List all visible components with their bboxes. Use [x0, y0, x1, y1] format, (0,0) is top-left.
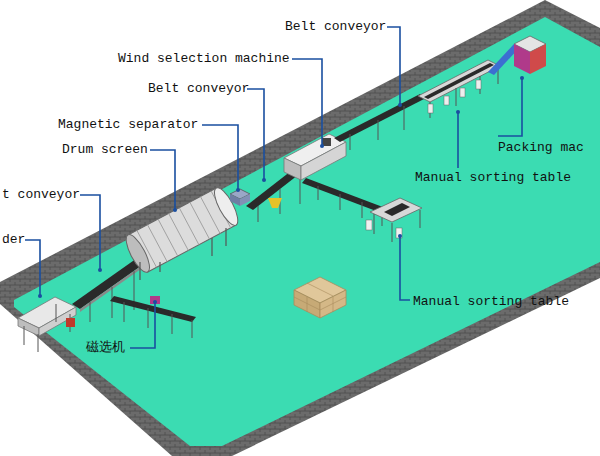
sorting-bin — [476, 80, 481, 89]
feeder-side — [18, 318, 39, 336]
drum-screen — [122, 185, 242, 276]
table-top — [370, 198, 422, 222]
hopper — [268, 198, 282, 208]
part-label: Manual sorting table — [415, 170, 571, 185]
plant-floor — [14, 17, 600, 446]
sorting-bin — [428, 104, 433, 113]
part-label: t conveyor — [2, 187, 80, 202]
conveyor-leg — [350, 106, 404, 150]
part-label: Manual sorting table — [413, 294, 569, 309]
leader-dot — [320, 144, 324, 148]
table-belt — [424, 63, 494, 99]
drum-end — [122, 232, 154, 276]
belt-conveyor — [72, 256, 148, 322]
wind-side — [284, 158, 301, 180]
leader-dot — [236, 188, 240, 192]
magnetic-separator — [150, 296, 160, 304]
conveyor-leg — [258, 173, 300, 222]
leader-line — [130, 302, 155, 348]
leader-dot — [153, 300, 157, 304]
leader-dot — [456, 110, 460, 114]
leader-line — [247, 89, 264, 180]
part-label: Wind selection machine — [118, 51, 290, 66]
part-label: Drum screen — [62, 142, 148, 157]
table-top — [418, 60, 500, 102]
leader-dot — [262, 178, 266, 182]
packer-side — [514, 44, 530, 74]
leader-line — [80, 195, 100, 270]
feeder-motor — [66, 318, 75, 327]
conveyor-leg — [90, 271, 134, 322]
drum-end — [210, 185, 242, 229]
belt-conveyor — [334, 94, 426, 150]
wind-selection-machine — [284, 134, 346, 180]
leader-line — [400, 236, 410, 300]
wind-front — [301, 142, 346, 180]
leader-dot — [38, 294, 42, 298]
leader-dot — [398, 103, 402, 107]
leader-line — [498, 78, 522, 136]
leader-line — [25, 240, 40, 296]
bale-stack — [294, 277, 346, 318]
leader-dots — [38, 76, 524, 304]
leader-dot — [398, 234, 402, 238]
table-leg — [430, 67, 498, 118]
leader-dot — [98, 268, 102, 272]
sorting-bin — [460, 88, 465, 97]
feeder — [18, 297, 76, 352]
magnetic-separator — [230, 189, 250, 206]
sorting-table — [418, 60, 500, 118]
packer-front — [530, 44, 546, 74]
part-label: der — [2, 232, 25, 247]
part-label: Belt conveyor — [285, 19, 386, 34]
leader-dot — [520, 76, 524, 80]
leader-dot — [173, 208, 177, 212]
sorting-bin — [444, 96, 449, 105]
magnet-side — [230, 194, 240, 206]
conveyor-leg — [124, 302, 192, 338]
sorting-bin — [396, 228, 402, 238]
leader-line — [202, 125, 238, 190]
drum-support — [140, 228, 226, 280]
feeder-leg — [24, 304, 70, 352]
sorting-table — [366, 198, 422, 242]
leader-line — [387, 27, 400, 105]
packing-machine — [488, 36, 546, 75]
leader-line — [150, 150, 175, 210]
conveyor-belt — [110, 296, 196, 322]
sorting-bin — [366, 220, 372, 230]
part-label: Belt conveyor — [148, 81, 249, 96]
conveyor-belt — [334, 94, 426, 142]
belt-conveyor — [302, 178, 396, 226]
belt-conveyor — [110, 296, 196, 338]
bale-seam — [294, 283, 346, 312]
table-leg — [374, 210, 420, 242]
part-label: Packing mac — [498, 140, 584, 155]
table-belt — [384, 203, 410, 216]
leader-line — [457, 112, 459, 168]
leader-line — [292, 59, 322, 146]
part-label: 磁选机 — [86, 340, 125, 355]
part-label: Magnetic separator — [58, 117, 198, 132]
conveyor-leg — [318, 186, 382, 226]
